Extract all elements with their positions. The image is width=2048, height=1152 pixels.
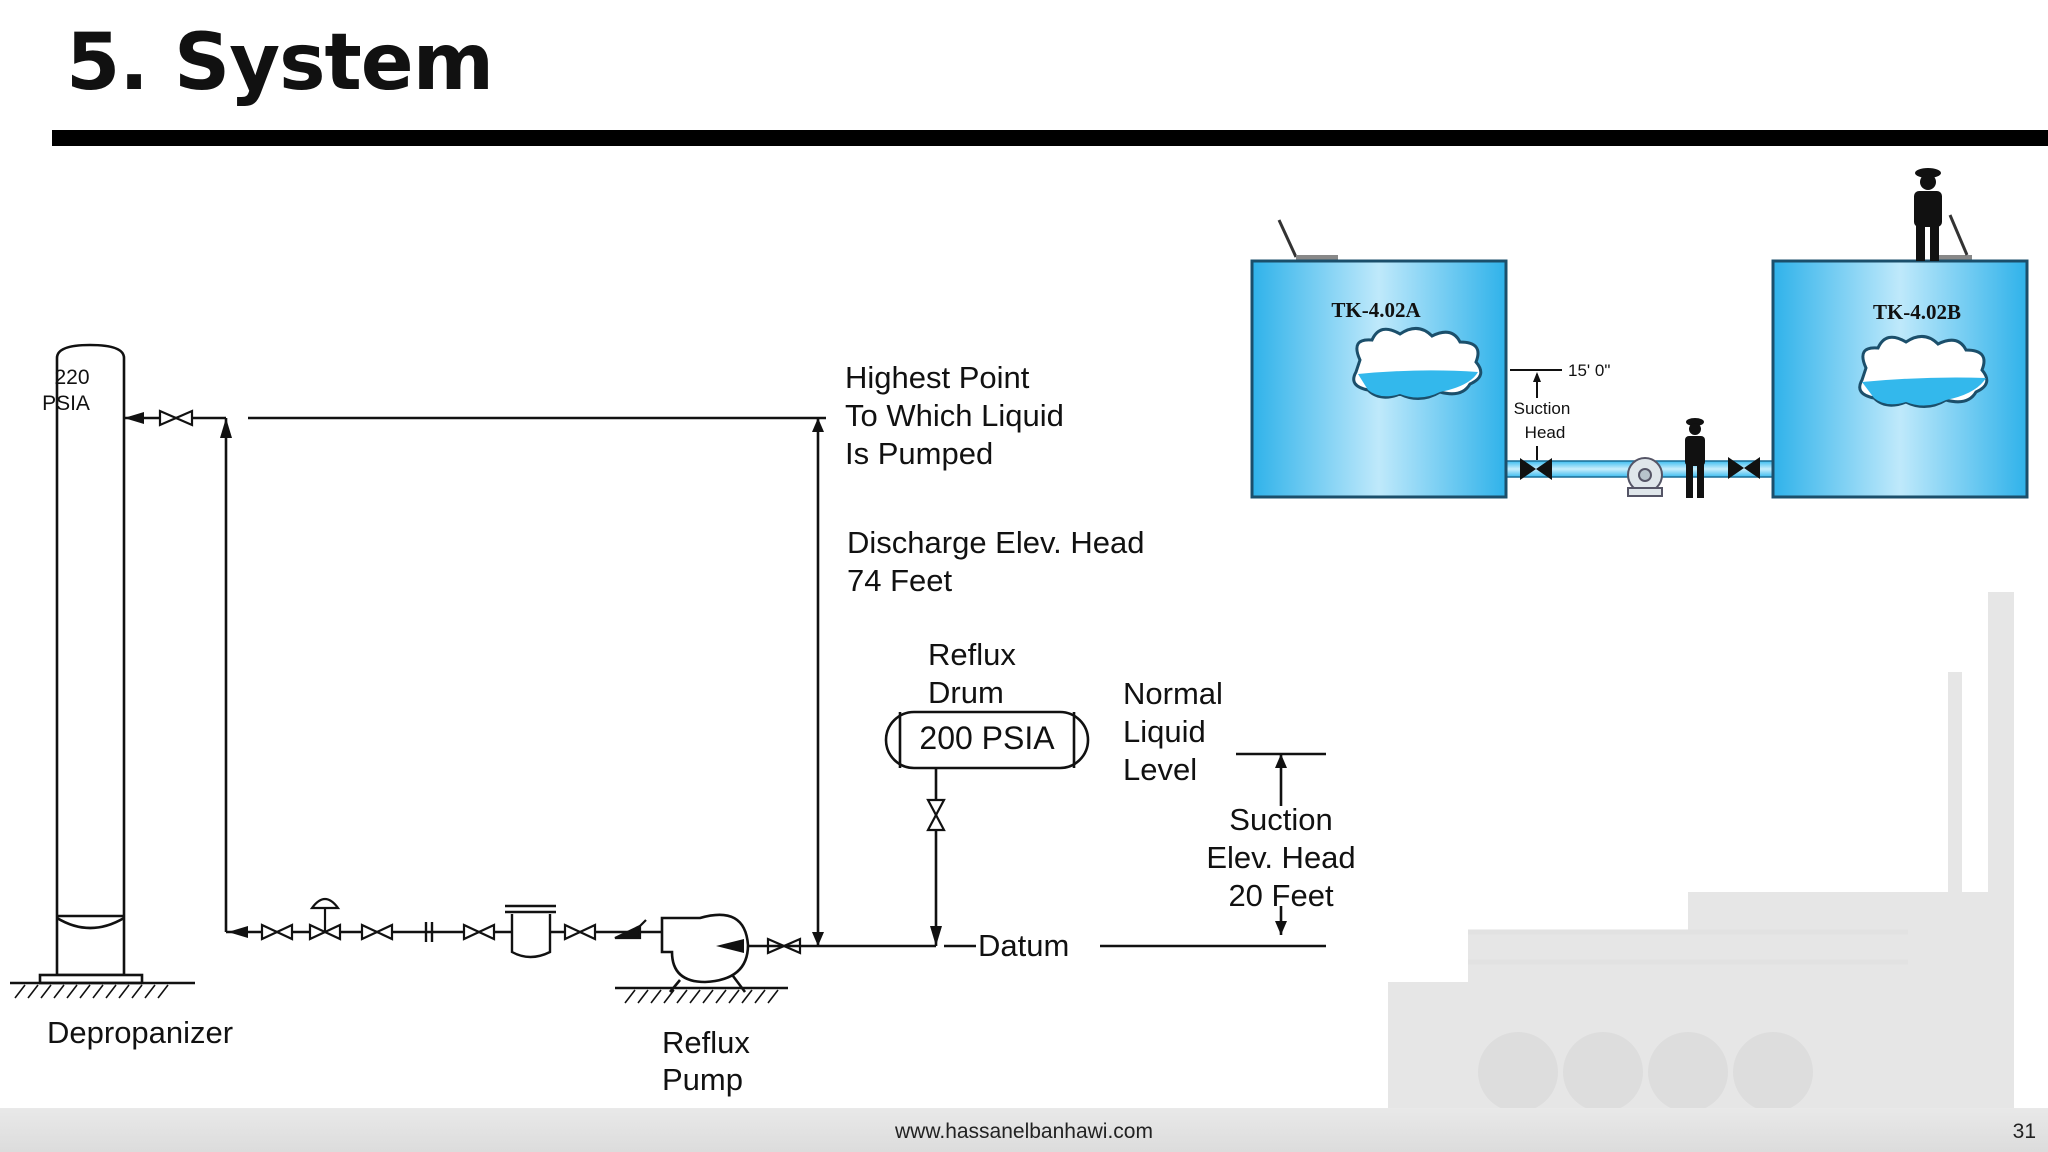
operator-figure-tank (1914, 168, 1969, 261)
footer-band (0, 1108, 2048, 1152)
reflux-drum (884, 710, 1090, 770)
drum-name-line2: Drum (928, 675, 1004, 710)
pump-name-line2: Pump (662, 1062, 743, 1097)
tank-illustration: TK-4.02A TK-4.02B 15' 0" Suction Head (1250, 168, 2029, 499)
column-pressure-line2: PSIA (42, 392, 90, 415)
tank-suction-label-line2: Head (1525, 423, 1566, 442)
discharge-arrow-up (812, 418, 824, 432)
column-name-label: Depropanizer (47, 1015, 233, 1050)
depropanizer-column (55, 343, 126, 977)
normal-level-line3: Level (1123, 752, 1197, 787)
footer-url: www.hassanelbanhawi.com (895, 1120, 1153, 1143)
tank-a: TK-4.02A (1250, 219, 1508, 499)
datum-label: Datum (978, 928, 1069, 963)
arrow-into-column (124, 412, 144, 424)
normal-level-line2: Liquid (1123, 714, 1206, 749)
tank-b-label: TK-4.02B (1873, 300, 1961, 324)
highest-point-line (248, 416, 826, 946)
slide-title: 5. System (66, 18, 494, 108)
page-number: 31 (2012, 1120, 2036, 1143)
tank-b: TK-4.02B (1771, 255, 2029, 499)
suction-arrow-down (1275, 921, 1287, 935)
suction-arrow-up (1275, 754, 1287, 768)
orifice-plate (424, 922, 434, 942)
suction-head-line3: 20 Feet (1228, 878, 1334, 913)
tank-suction-label-line1: Suction (1514, 399, 1571, 418)
strainer (505, 904, 556, 959)
pump-name-line1: Reflux (662, 1025, 750, 1060)
tank-height-label: 15' 0" (1568, 361, 1610, 380)
pump-ground-hatch (624, 989, 779, 1004)
reflux-return-line (124, 416, 662, 934)
reflux-pump (660, 913, 750, 993)
arrow-left-return (228, 926, 248, 938)
drum-pressure-label: 200 PSIA (919, 720, 1055, 756)
line-valves (158, 409, 802, 955)
tank-pipe-valves (1520, 457, 1760, 480)
discharge-head-line2: 74 Feet (847, 563, 953, 598)
check-valve (614, 919, 647, 940)
background-plant-silhouette (1388, 592, 2014, 1112)
discharge-arrow-down (812, 932, 824, 946)
discharge-head-line1: Discharge Elev. Head (847, 525, 1145, 560)
column-bottom-head (56, 916, 125, 930)
tank-a-label: TK-4.02A (1331, 298, 1421, 322)
column-ground-hatch (14, 984, 169, 999)
title-rule (52, 130, 2048, 146)
normal-level-line1: Normal (1123, 676, 1223, 711)
column-pressure-line1: 220 (54, 366, 89, 389)
control-valve-actuator (309, 897, 341, 932)
drum-outlet-valve (926, 798, 946, 832)
drum-name-line1: Reflux (928, 637, 1016, 672)
highest-point-line2: To Which Liquid (845, 398, 1064, 433)
pump-suction-line (748, 768, 938, 948)
operator-figure-pump (1685, 418, 1705, 498)
suction-head-line2: Elev. Head (1206, 840, 1355, 875)
transfer-pump (1627, 457, 1663, 497)
highest-point-line1: Highest Point (845, 360, 1030, 395)
suction-head-line1: Suction (1229, 802, 1332, 837)
arrow-up-return (220, 418, 232, 438)
arrow-down-datum (930, 926, 942, 946)
pump-inlet-arrow (716, 939, 744, 953)
highest-point-line3: Is Pumped (845, 436, 993, 471)
